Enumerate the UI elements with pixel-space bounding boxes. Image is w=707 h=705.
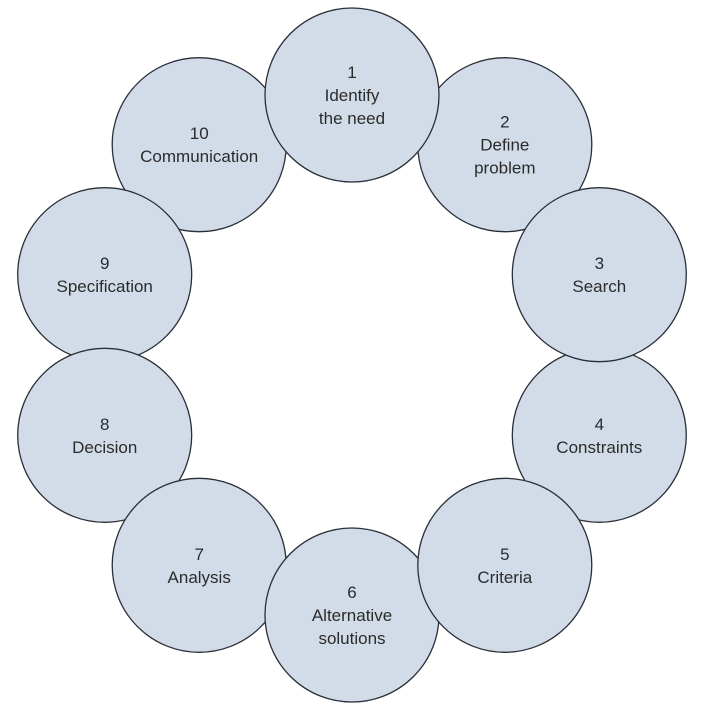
step-7-circle	[111, 477, 287, 653]
step-circles	[17, 7, 687, 703]
step-2-number: 2	[500, 113, 509, 132]
step-1-title-line: the need	[319, 109, 385, 128]
step-3-number: 3	[595, 254, 604, 273]
step-8-decision	[17, 347, 193, 523]
step-3-title-line: Search	[572, 277, 626, 296]
step-1-number: 1	[347, 63, 356, 82]
step-1-title-line: Identify	[325, 86, 380, 105]
step-1-identify-the-need	[264, 7, 440, 183]
step-7-title-line: Analysis	[168, 568, 231, 587]
step-9-title-line: Specification	[57, 277, 153, 296]
step-9-circle	[17, 187, 193, 363]
step-5-criteria	[417, 477, 593, 653]
step-10-number: 10	[190, 124, 209, 143]
step-5-number: 5	[500, 545, 509, 564]
step-7-number: 7	[194, 545, 203, 564]
step-5-title-line: Criteria	[477, 568, 532, 587]
step-3-circle	[511, 187, 687, 363]
step-7-analysis	[111, 477, 287, 653]
step-4-number: 4	[595, 415, 604, 434]
step-6-number: 6	[347, 583, 356, 602]
step-10-title-line: Communication	[140, 147, 258, 166]
step-6-title-line: solutions	[318, 629, 385, 648]
step-3-search	[511, 187, 687, 363]
step-2-title-line: Define	[480, 136, 529, 155]
step-5-circle	[417, 477, 593, 653]
step-6-title-line: Alternative	[312, 606, 392, 625]
step-4-title-line: Constraints	[556, 438, 642, 457]
step-8-number: 8	[100, 415, 109, 434]
step-2-title-line: problem	[474, 159, 535, 178]
step-8-circle	[17, 347, 193, 523]
step-1-circle	[264, 7, 440, 183]
step-8-title-line: Decision	[72, 438, 137, 457]
step-9-specification	[17, 187, 193, 363]
step-9-number: 9	[100, 254, 109, 273]
